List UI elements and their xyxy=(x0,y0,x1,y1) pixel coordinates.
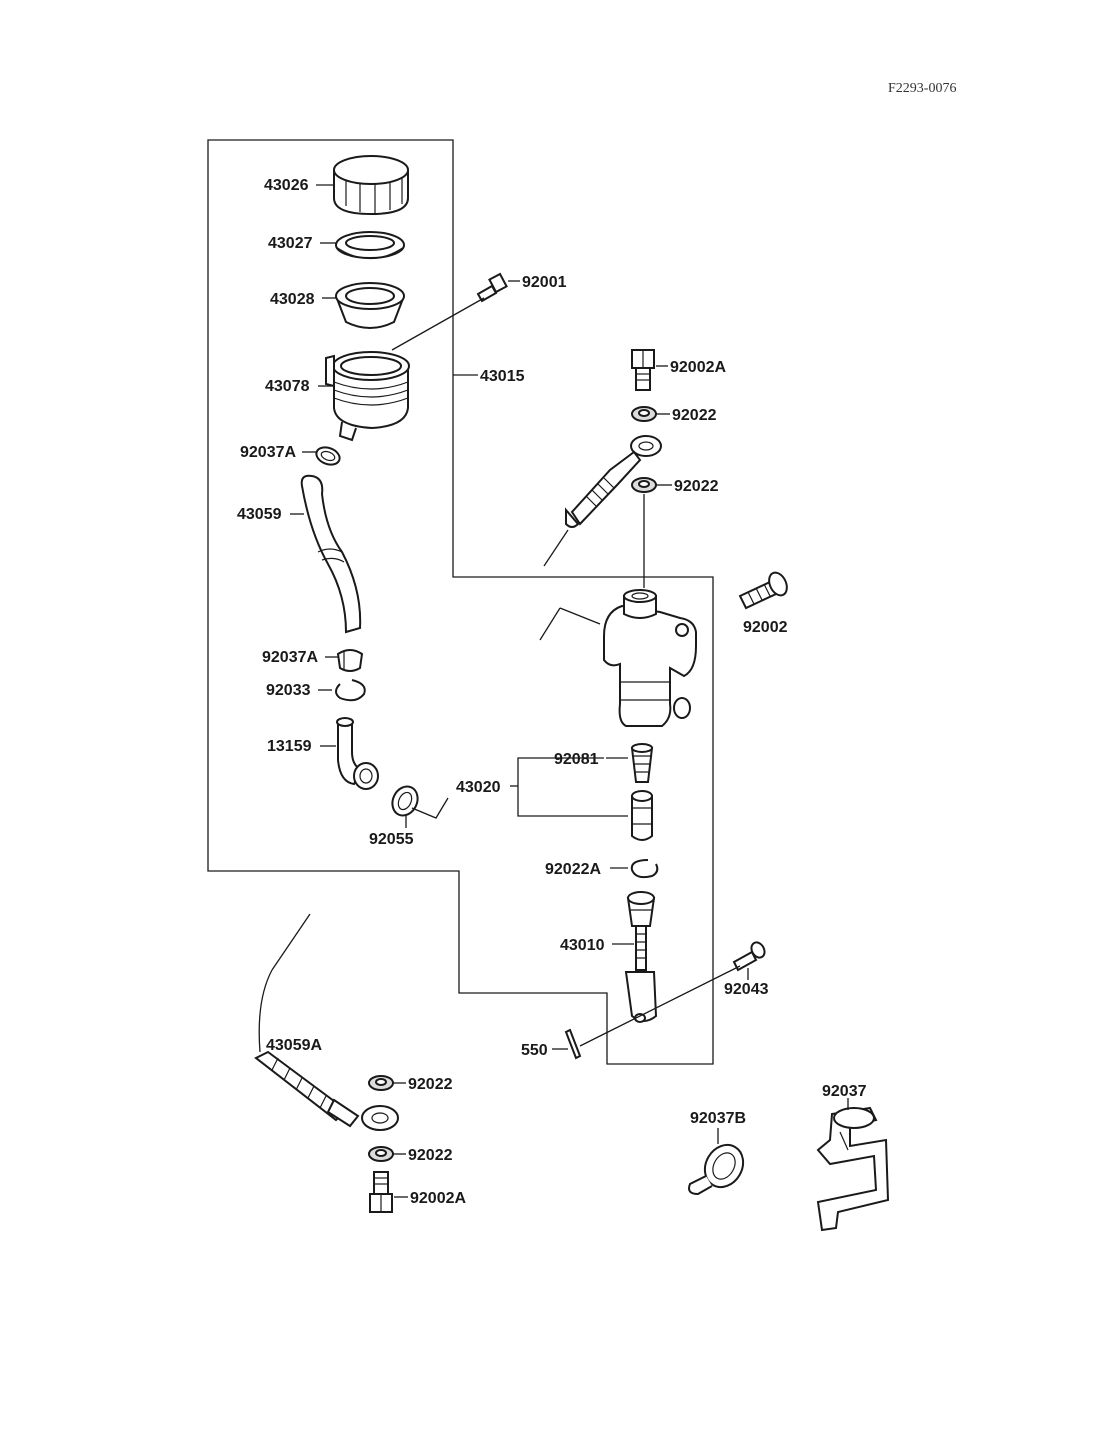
cotter-pin-icon xyxy=(564,1028,582,1060)
bolt-icon xyxy=(631,349,655,391)
piston-icon xyxy=(631,790,653,841)
reservoir-cap-icon xyxy=(333,155,409,216)
label-92022-c: 92022 xyxy=(408,1076,453,1093)
label-92022-a: 92022 xyxy=(672,407,717,424)
label-13159: 13159 xyxy=(267,738,312,755)
label-92037A-mid: 92037A xyxy=(262,649,318,666)
washer-icon xyxy=(368,1146,394,1162)
fitting-elbow-icon xyxy=(336,717,379,790)
banjo-hose-icon xyxy=(565,435,662,528)
label-43078: 43078 xyxy=(265,378,310,395)
diaphragm-icon xyxy=(335,231,405,259)
label-43028: 43028 xyxy=(270,291,315,308)
label-92022-d: 92022 xyxy=(408,1147,453,1164)
label-43027: 43027 xyxy=(268,235,313,252)
label-92002A-top: 92002A xyxy=(670,359,726,376)
label-43059: 43059 xyxy=(237,506,282,523)
label-43026: 43026 xyxy=(264,177,309,194)
label-92037B: 92037B xyxy=(690,1110,746,1127)
label-92001: 92001 xyxy=(522,274,567,291)
diaphragm-plate-icon xyxy=(335,282,405,329)
label-92037A-top: 92037A xyxy=(240,444,296,461)
spring-icon xyxy=(630,743,654,783)
clamp-icon xyxy=(315,446,341,466)
label-92033: 92033 xyxy=(266,682,311,699)
assembly-outline-43015 xyxy=(207,139,714,1065)
figure-code: F2293-0076 xyxy=(888,81,956,96)
washer-icon xyxy=(631,406,657,422)
label-43015: 43015 xyxy=(480,368,525,385)
reservoir-icon xyxy=(325,351,410,442)
label-92002: 92002 xyxy=(743,619,788,636)
label-92037: 92037 xyxy=(822,1083,867,1100)
label-92081: 92081 xyxy=(554,751,599,768)
label-550: 550 xyxy=(521,1042,548,1059)
bolt-icon xyxy=(369,1171,393,1213)
bolt-icon xyxy=(476,272,508,303)
washer-icon xyxy=(631,477,657,493)
washer-icon xyxy=(368,1075,394,1091)
clip-icon xyxy=(688,1143,745,1196)
label-43010: 43010 xyxy=(560,937,605,954)
bolt-icon xyxy=(738,571,788,610)
label-43020: 43020 xyxy=(456,779,501,796)
o-ring-icon xyxy=(391,785,419,817)
label-92043: 92043 xyxy=(724,981,769,998)
label-92022A: 92022A xyxy=(545,861,601,878)
master-cylinder-icon xyxy=(603,589,697,727)
bracket-clamp-icon xyxy=(816,1106,890,1232)
bolt-icon xyxy=(732,941,766,972)
circlip-icon xyxy=(630,859,659,879)
circlip-icon xyxy=(335,679,366,702)
push-rod-icon xyxy=(624,891,658,1023)
label-92002A-bot: 92002A xyxy=(410,1190,466,1207)
brake-hose-icon xyxy=(254,1050,399,1131)
label-92022-b: 92022 xyxy=(674,478,719,495)
hose-icon xyxy=(300,474,362,634)
label-43059A: 43059A xyxy=(266,1037,322,1054)
label-92055: 92055 xyxy=(369,831,414,848)
clamp-icon xyxy=(336,649,364,672)
